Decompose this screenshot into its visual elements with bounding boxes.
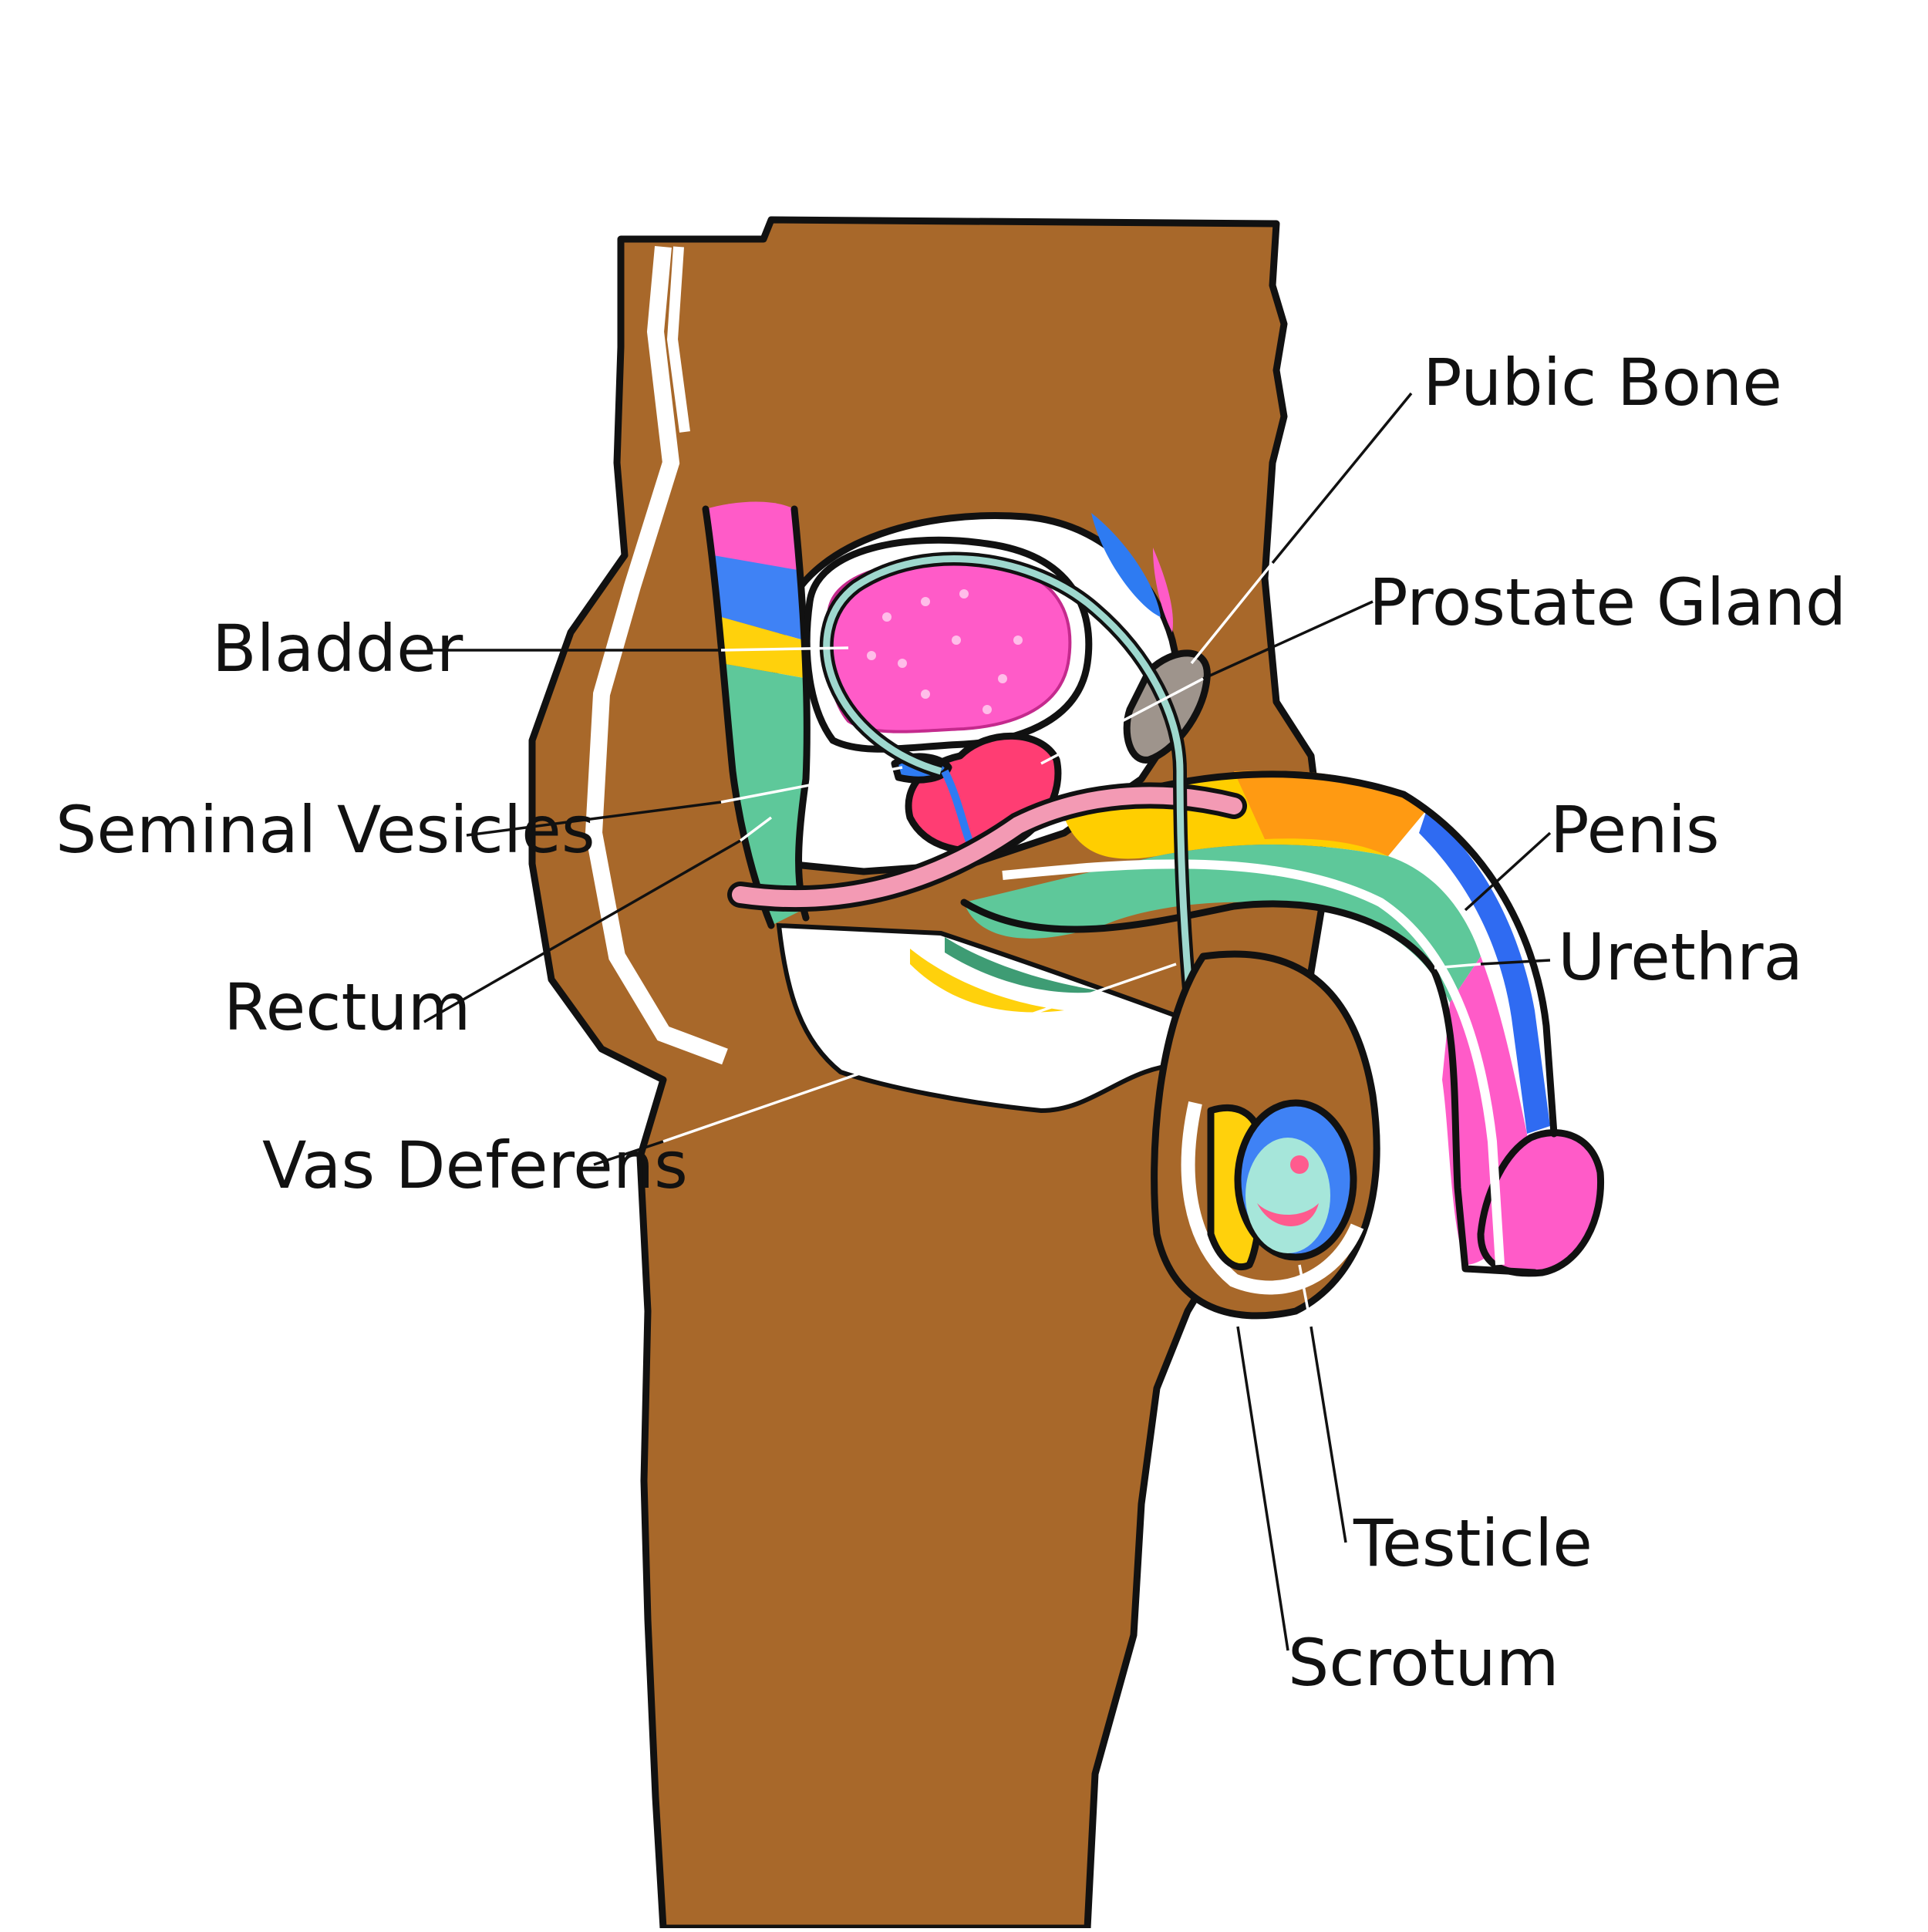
bladder-texture bbox=[867, 589, 1023, 714]
nerve-blue bbox=[1091, 513, 1161, 617]
inner-stroke-green bbox=[945, 937, 1103, 993]
label-testicle: Testicle bbox=[1353, 1505, 1593, 1581]
bladder bbox=[803, 536, 1093, 753]
inner-stroke-yellow bbox=[910, 949, 1064, 1013]
urethra-fill bbox=[732, 787, 1242, 908]
rectum bbox=[702, 501, 811, 929]
vas-deferens-fill bbox=[823, 555, 1207, 1111]
label-prostate-gland: Prostate Gland bbox=[1369, 565, 1846, 640]
back-highlight-2 bbox=[666, 246, 690, 433]
label-vas-deferens: Vas Deferens bbox=[262, 1128, 688, 1203]
glans bbox=[1477, 1129, 1605, 1277]
label-seminal-vesicles: Seminal Vesicles bbox=[56, 792, 595, 868]
testicle bbox=[1207, 1099, 1357, 1271]
label-bladder: Bladder bbox=[212, 611, 463, 686]
back-highlight bbox=[585, 246, 728, 1065]
label-penis: Penis bbox=[1550, 792, 1720, 868]
nerve-pink bbox=[1153, 548, 1173, 632]
label-rectum: Rectum bbox=[224, 969, 470, 1045]
label-scrotum: Scrotum bbox=[1288, 1625, 1559, 1701]
testicle-spot bbox=[1257, 1203, 1319, 1226]
label-urethra: Urethra bbox=[1558, 919, 1803, 995]
urethra-penile bbox=[1002, 859, 1505, 1266]
scrotum-highlight bbox=[1181, 1101, 1364, 1295]
label-pubic-bone: Pubic Bone bbox=[1423, 345, 1782, 420]
leader-lines bbox=[423, 392, 1552, 1651]
